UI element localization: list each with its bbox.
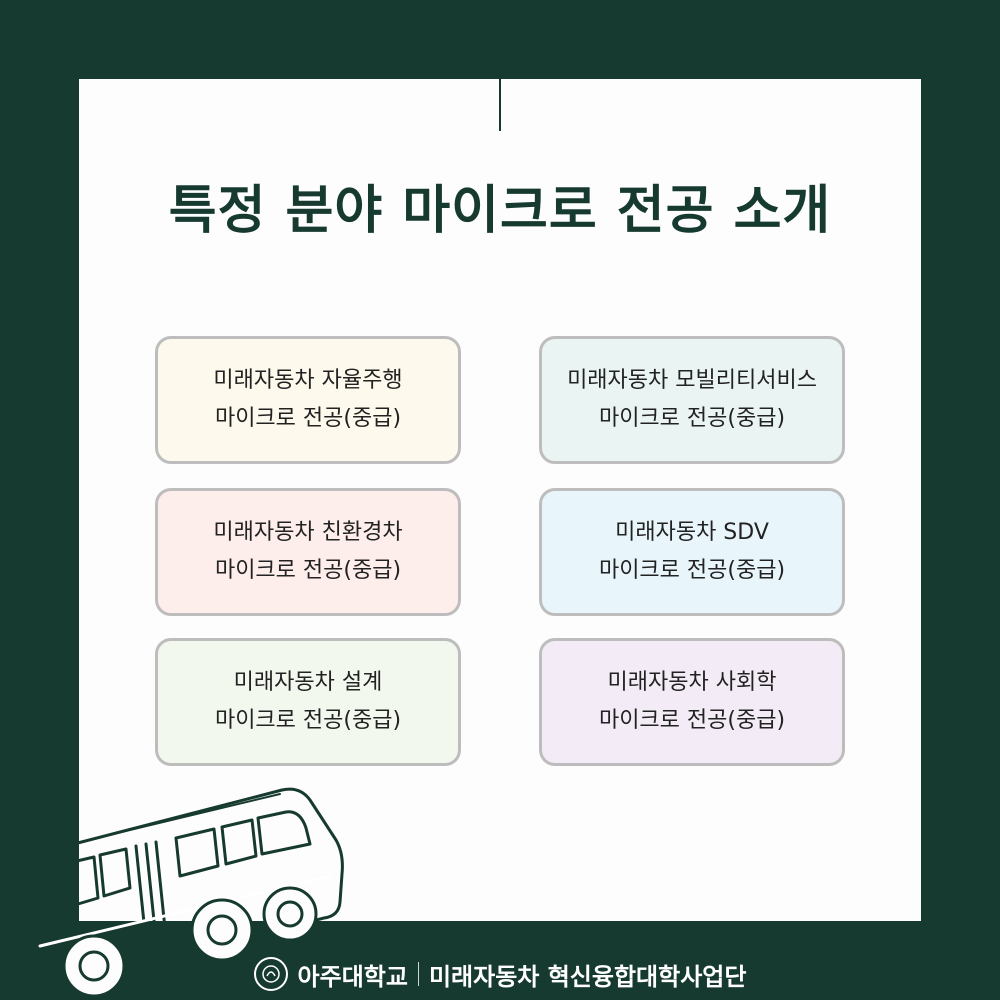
card-subtitle: 마이크로 전공(중급) bbox=[598, 558, 786, 583]
card-subtitle: 마이크로 전공(중급) bbox=[214, 558, 402, 583]
card-design[interactable]: 미래자동차 설계 마이크로 전공(중급) bbox=[155, 638, 461, 766]
card-eco-friendly-vehicle[interactable]: 미래자동차 친환경차 마이크로 전공(중급) bbox=[155, 488, 461, 616]
bus-outline-icon bbox=[8, 787, 344, 1000]
card-title: 미래자동차 자율주행 bbox=[213, 368, 403, 393]
card-sdv[interactable]: 미래자동차 SDV 마이크로 전공(중급) bbox=[539, 488, 845, 616]
card-subtitle: 마이크로 전공(중급) bbox=[598, 708, 786, 733]
card-title: 미래자동차 사회학 bbox=[607, 670, 777, 695]
footer: 아주대학교 미래자동차 혁신융합대학사업단 bbox=[0, 952, 1000, 996]
card-mobility-service[interactable]: 미래자동차 모빌리티서비스 마이크로 전공(중급) bbox=[539, 336, 845, 464]
ajou-university-seal-icon bbox=[253, 957, 288, 991]
card-title: 미래자동차 모빌리티서비스 bbox=[567, 368, 817, 393]
card-title: 미래자동차 SDV bbox=[615, 520, 769, 545]
card-sociology[interactable]: 미래자동차 사회학 마이크로 전공(중급) bbox=[539, 638, 845, 766]
university-name: 아주대학교 bbox=[297, 962, 408, 991]
page-title: 특정 분야 마이크로 전공 소개 bbox=[168, 181, 832, 241]
card-title: 미래자동차 설계 bbox=[233, 670, 383, 695]
card-subtitle: 마이크로 전공(중급) bbox=[214, 708, 402, 733]
project-name: 미래자동차 혁신융합대학사업단 bbox=[428, 962, 747, 991]
top-divider-line bbox=[499, 79, 501, 131]
card-autonomous-driving[interactable]: 미래자동차 자율주행 마이크로 전공(중급) bbox=[155, 336, 461, 464]
card-subtitle: 마이크로 전공(중급) bbox=[598, 406, 786, 431]
card-subtitle: 마이크로 전공(중급) bbox=[214, 406, 402, 431]
card-title: 미래자동차 친환경차 bbox=[213, 520, 403, 545]
footer-divider bbox=[417, 962, 419, 986]
